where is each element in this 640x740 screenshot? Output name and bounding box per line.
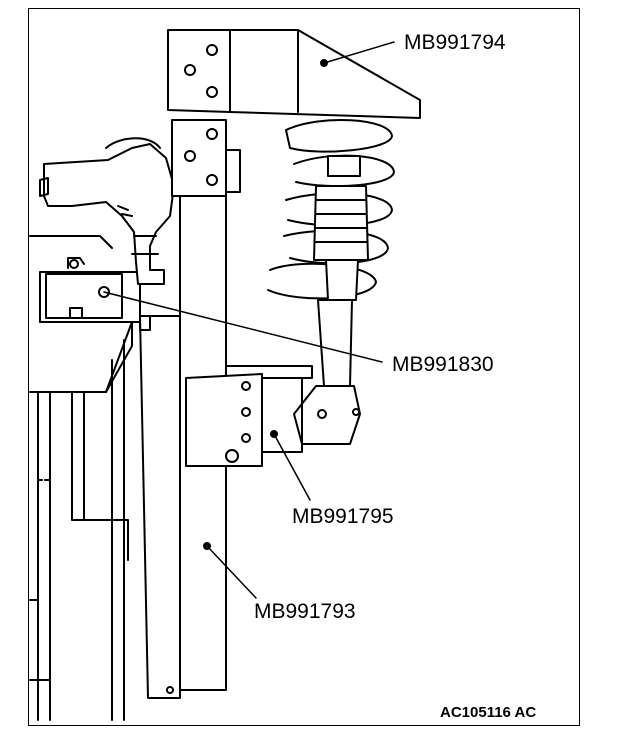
upper-bracket bbox=[167, 29, 421, 119]
strut-and-coil-spring bbox=[267, 118, 395, 445]
callout-upper-bracket: MB991794 bbox=[404, 31, 506, 54]
figure-code-suffix: AC bbox=[514, 704, 537, 721]
callout-lower-bracket: MB991795 bbox=[292, 505, 394, 528]
leader-lines bbox=[103, 41, 395, 599]
callout-main-frame: MB991793 bbox=[254, 600, 356, 623]
figure-code: AC105116 AC bbox=[440, 705, 536, 720]
impact-wrench bbox=[39, 137, 175, 285]
callout-adapter: MB991830 bbox=[392, 353, 494, 376]
figure-frame bbox=[28, 8, 580, 726]
upper-clamp-plate bbox=[171, 119, 241, 197]
work-stand bbox=[29, 235, 141, 721]
lower-bracket bbox=[185, 365, 313, 467]
figure-code-number: AC105116 bbox=[440, 704, 511, 721]
